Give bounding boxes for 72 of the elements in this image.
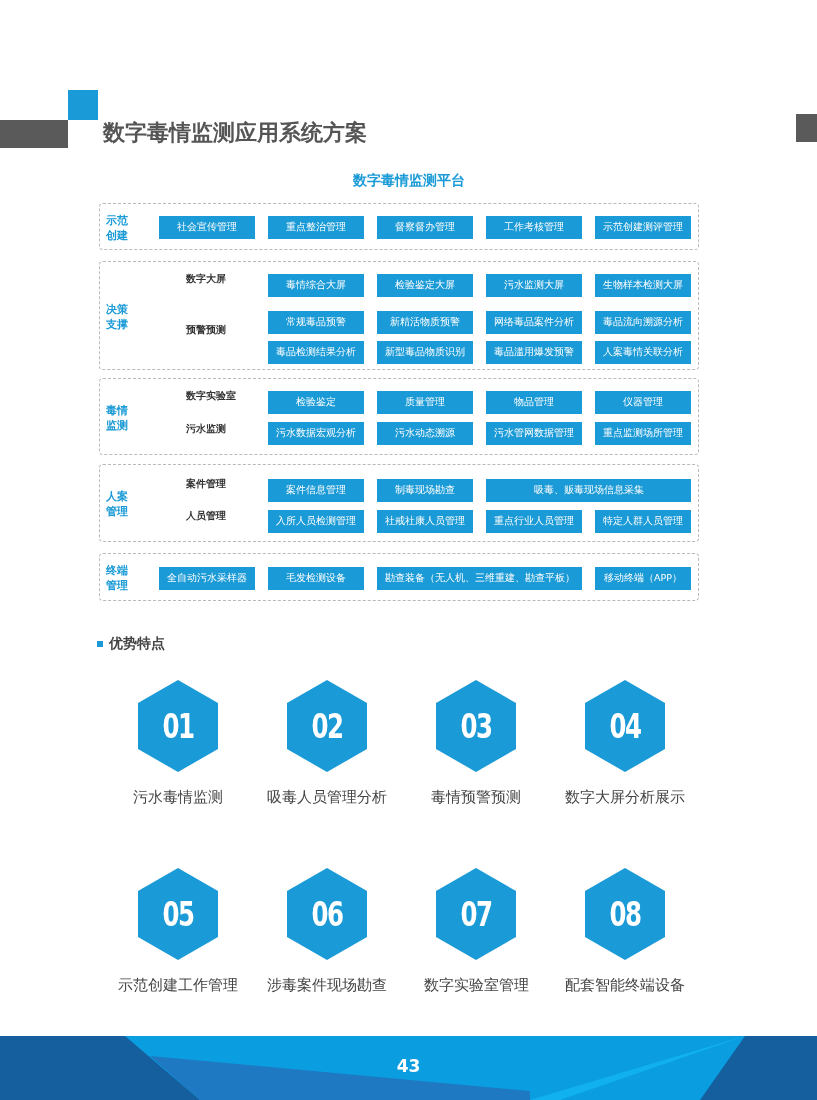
module-box: 入所人员检测管理 [268,510,364,533]
module-box: 工作考核管理 [486,216,582,239]
module-box: 人案毒情关联分析 [595,341,691,364]
badge-number: 02 [310,706,344,746]
row-label: 数字大屏 [186,272,226,286]
module-box: 检验鉴定大屏 [377,274,473,297]
feature-caption: 毒情预警预测 [430,788,522,807]
section-panel [99,553,699,601]
section-heading: 示范创建 [106,212,128,243]
row-label: 数字实验室 [186,389,236,403]
module-box: 检验鉴定 [268,391,364,414]
feature-caption: 污水毒情监测 [132,788,224,807]
module-box: 污水数据宏观分析 [268,422,364,445]
page-title: 数字毒情监测应用系统方案 [103,119,367,147]
module-box: 质量管理 [377,391,473,414]
module-box: 污水监测大屏 [486,274,582,297]
module-box: 案件信息管理 [268,479,364,502]
module-box: 新精活物质预警 [377,311,473,334]
module-box: 督察督办管理 [377,216,473,239]
module-box: 制毒现场勘查 [377,479,473,502]
section-panel [99,464,699,542]
module-box: 社会宣传管理 [159,216,255,239]
module-box: 移动终端（APP） [595,567,691,590]
section-panel [99,378,699,455]
module-box: 毒品滥用爆发预警 [486,341,582,364]
module-box: 毒情综合大屏 [268,274,364,297]
module-box: 仪器管理 [595,391,691,414]
section-panel [99,203,699,250]
row-label: 人员管理 [186,509,226,523]
row-label: 案件管理 [186,477,226,491]
module-box: 社戒社康人员管理 [377,510,473,533]
feature-caption: 涉毒案件现场勘查 [266,976,388,995]
badge-number: 08 [608,894,642,934]
feature-caption: 吸毒人员管理分析 [266,788,388,807]
row-label: 污水监测 [186,422,226,436]
badge-number: 04 [608,706,642,746]
module-box: 勘查装备（无人机、三维重建、勘查平板） [377,567,582,590]
module-box: 污水动态溯源 [377,422,473,445]
module-box: 物品管理 [486,391,582,414]
module-box: 吸毒、贩毒现场信息采集 [486,479,691,502]
badge-number: 03 [459,706,493,746]
module-box: 全自动污水采样器 [159,567,255,590]
module-box: 污水管网数据管理 [486,422,582,445]
badge-number: 06 [310,894,344,934]
module-box: 示范创建测评管理 [595,216,691,239]
section-heading: 毒情监测 [106,402,128,433]
module-box: 重点整治管理 [268,216,364,239]
section-heading: 终端管理 [106,563,128,593]
feature-caption: 配套智能终端设备 [564,976,686,995]
page-number: 43 [395,1056,422,1076]
module-box: 特定人群人员管理 [595,510,691,533]
module-box: 新型毒品物质识别 [377,341,473,364]
feature-caption: 数字实验室管理 [422,976,530,995]
section-panel [99,261,699,370]
feature-caption: 数字大屏分析展示 [564,788,686,807]
module-box: 毛发检测设备 [268,567,364,590]
badge-number: 01 [161,706,195,746]
badge-number: 05 [161,894,195,934]
module-box: 生物样本检测大屏 [595,274,691,297]
module-box: 重点监测场所管理 [595,422,691,445]
badge-number: 07 [459,894,493,934]
row-label: 预警预测 [186,323,226,337]
module-box: 常规毒品预警 [268,311,364,334]
feature-caption: 示范创建工作管理 [117,976,239,995]
section-heading: 决策支撑 [106,301,128,332]
module-box: 网络毒品案件分析 [486,311,582,334]
section-heading: 优势特点 [109,635,165,653]
module-box: 毒品检测结果分析 [268,341,364,364]
section-heading: 人案管理 [106,489,128,519]
module-box: 重点行业人员管理 [486,510,582,533]
platform-title: 数字毒情监测平台 [351,172,466,190]
module-box: 毒品流向溯源分析 [595,311,691,334]
